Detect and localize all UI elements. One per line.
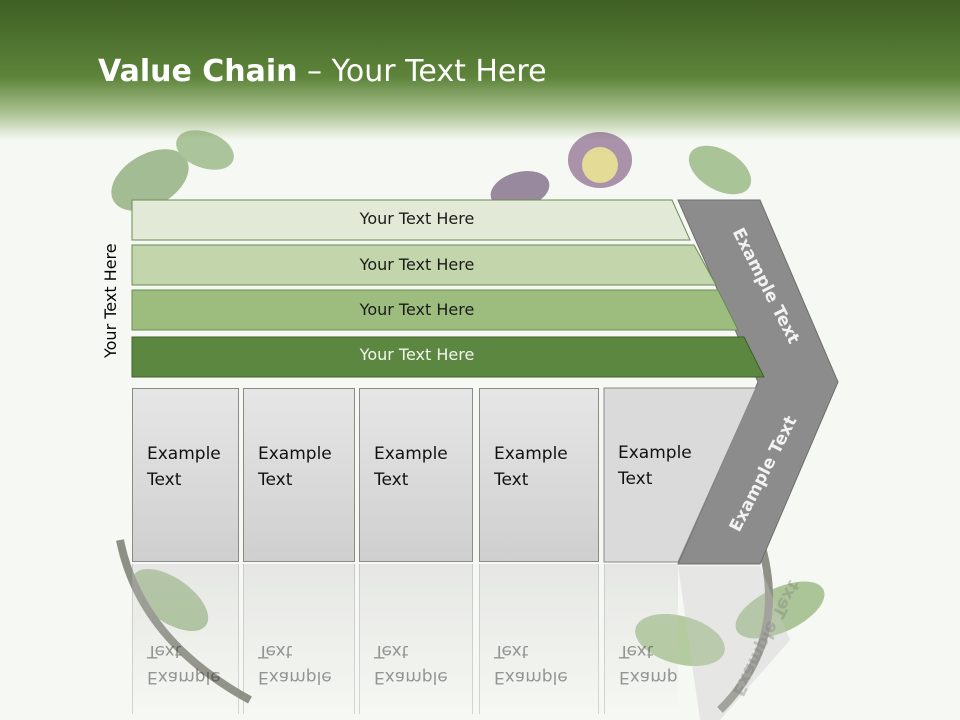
activity-box-3[interactable]: Example Text (359, 388, 473, 562)
activity-box-5-reflection: Example Text (604, 564, 678, 714)
bar-shape-1 (131, 199, 691, 241)
activity-box-5[interactable]: Example Text (604, 388, 704, 562)
activity-box-4[interactable]: Example Text (479, 388, 599, 562)
bar-3-label: Your Text Here (359, 300, 475, 319)
bar-shape-3 (131, 289, 739, 331)
activity-box-2-reflection: Example Text (243, 564, 355, 714)
activity-box-4-reflection-text: Example Text (494, 641, 568, 687)
activity-box-2-reflection-text: Example Text (258, 641, 332, 687)
activity-box-1-label: Example Text (147, 444, 221, 490)
title-rest: – Your Text Here (297, 54, 547, 89)
bar-2-label: Your Text Here (359, 255, 475, 274)
activity-box-2-label: Example Text (258, 444, 332, 490)
bar-4-label: Your Text Here (359, 345, 475, 364)
activity-box-3-reflection: Example Text (359, 564, 473, 714)
bar-1-label: Your Text Here (359, 209, 475, 228)
title-bold: Value Chain (98, 54, 298, 89)
activity-box-3-label: Example Text (374, 444, 448, 490)
activity-box-1[interactable]: Example Text (132, 388, 239, 562)
activity-box-1-reflection-text: Example Text (147, 641, 221, 687)
page-title: Value Chain – Your Text Here (98, 54, 547, 89)
bar-shape-4 (131, 336, 765, 378)
activity-box-1-reflection: Example Text (132, 564, 239, 714)
activity-box-4-reflection: Example Text (479, 564, 599, 714)
activity-box-4-label: Example Text (494, 444, 568, 490)
activity-box-3-reflection-text: Example Text (374, 641, 448, 687)
activity-box-5-reflection-text: Example Text (619, 641, 678, 687)
activity-box-2[interactable]: Example Text (243, 388, 355, 562)
header-band (0, 0, 960, 140)
bar-shape-2 (131, 244, 717, 286)
activity-box-5-label: Example Text (618, 443, 692, 489)
activity-box-5-shape (603, 387, 757, 563)
